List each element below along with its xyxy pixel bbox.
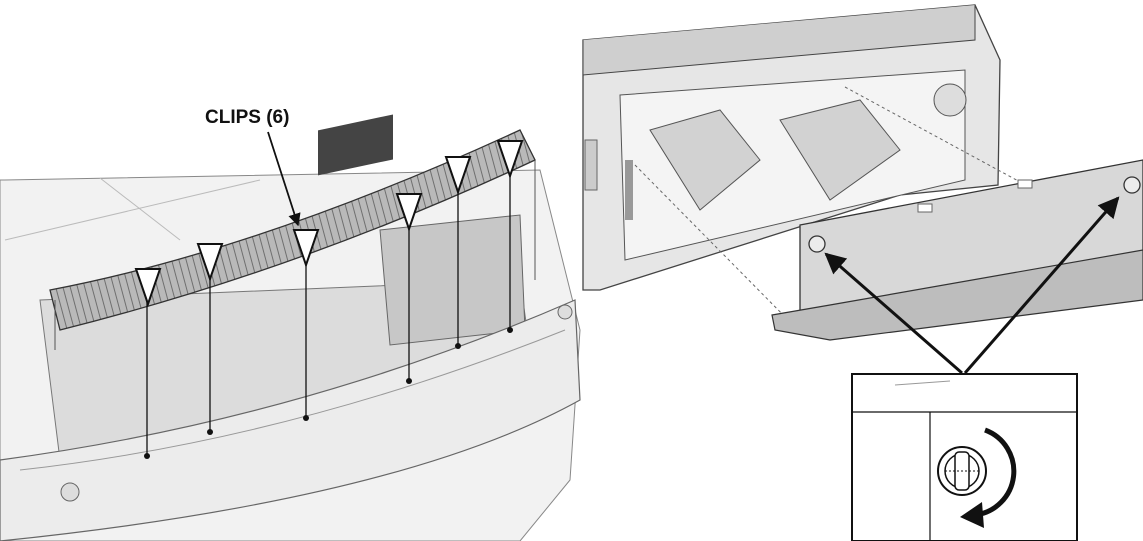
clip-marker-2 — [196, 243, 224, 283]
clip-marker-5 — [444, 156, 472, 196]
clip-lines — [146, 158, 511, 456]
screw-arrow-left — [824, 252, 963, 375]
screw-left — [808, 235, 826, 253]
counterclockwise-icon — [974, 427, 1017, 518]
lamp-housing-illustration — [582, 4, 1143, 541]
cargo-area-illustration: CLIPS (6) — [0, 107, 581, 541]
clip-markers — [134, 140, 524, 308]
screw-head-icon — [937, 446, 987, 496]
clip-marker-1 — [134, 268, 162, 308]
screw-rotation-inset — [851, 373, 1078, 541]
clip-marker-3 — [292, 229, 320, 269]
screw-arrow-right — [963, 196, 1120, 374]
clips-label: CLIPS (6) — [205, 107, 289, 128]
clip-marker-4 — [395, 193, 423, 233]
clip-marker-6 — [496, 140, 524, 180]
alignment-lines — [634, 86, 1023, 331]
side-box — [379, 214, 526, 346]
clip-points — [144, 327, 513, 459]
clips-callout-arrow — [267, 131, 301, 227]
screw-right — [1123, 176, 1141, 194]
